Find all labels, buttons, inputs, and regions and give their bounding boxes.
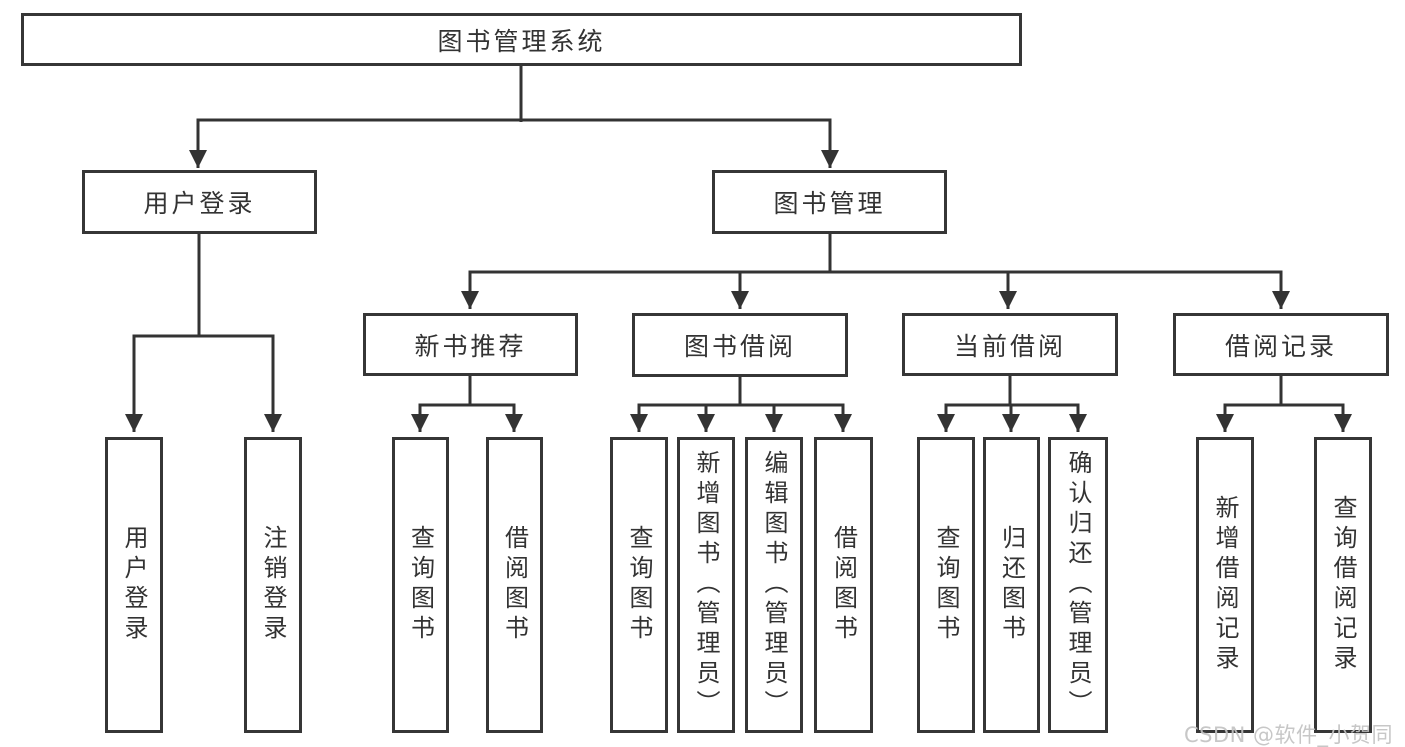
- watermark-text: CSDN @软件_小贺同学: [1184, 723, 1394, 747]
- leaf-query-borrow-record: 查询借阅记录: [1314, 437, 1372, 733]
- leaf-user-login: 用户登录: [105, 437, 163, 733]
- node-book-borrow: 图书借阅: [632, 313, 848, 377]
- node-borrow-records: 借阅记录: [1173, 313, 1389, 376]
- leaf-confirm-return-admin: 确认归还（管理员）: [1048, 437, 1108, 733]
- node-current-borrow: 当前借阅: [902, 313, 1118, 376]
- leaf-add-books-admin: 新增图书（管理员）: [677, 437, 735, 733]
- leaf-add-borrow-record: 新增借阅记录: [1196, 437, 1254, 733]
- leaf-edit-books-admin: 编辑图书（管理员）: [745, 437, 803, 733]
- node-new-book-recommend: 新书推荐: [363, 313, 578, 376]
- node-book-management: 图书管理: [712, 170, 947, 234]
- leaf-return-books: 归还图书: [983, 437, 1040, 733]
- leaf-query-books-borrow: 查询图书: [610, 437, 668, 733]
- leaf-query-books-recommend: 查询图书: [392, 437, 449, 733]
- node-user-login: 用户登录: [82, 170, 317, 234]
- node-library-management-system: 图书管理系统: [21, 13, 1022, 66]
- leaf-borrow-books: 借阅图书: [814, 437, 873, 733]
- leaf-borrow-books-recommend: 借阅图书: [486, 437, 543, 733]
- leaf-logout: 注销登录: [244, 437, 302, 733]
- leaf-query-books-current: 查询图书: [917, 437, 975, 733]
